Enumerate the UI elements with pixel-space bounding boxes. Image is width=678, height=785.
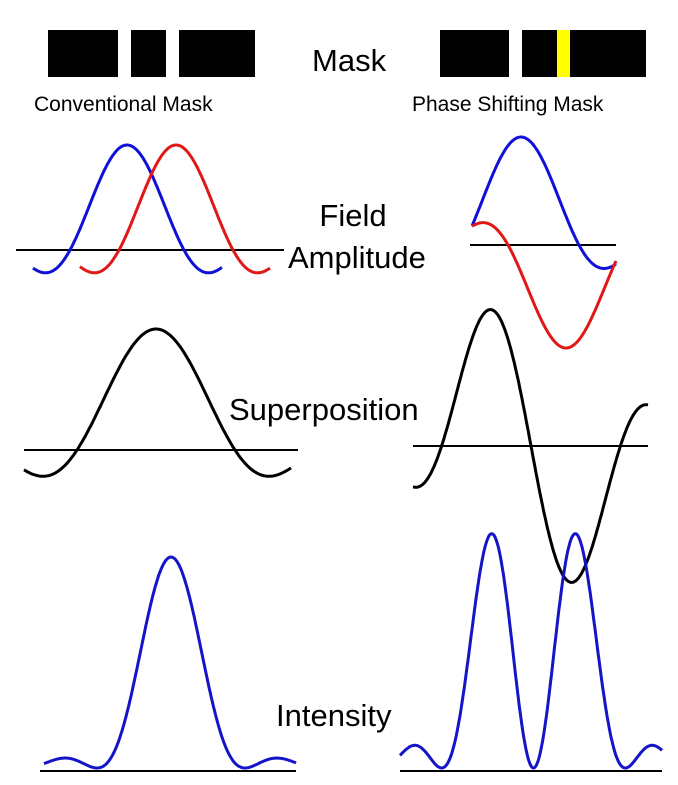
phase-shifting-mask-aperture (509, 30, 522, 77)
phase-shifting-mask-shifter-aperture (557, 30, 570, 77)
superposition-phase-shift-curve (412, 308, 649, 584)
intensity-phase-shift-curve (398, 532, 664, 770)
conventional-mask-aperture-left (118, 30, 131, 77)
superposition-conventional-curve (23, 327, 292, 478)
field-amplitude-shifted-aperture-curve (471, 221, 618, 350)
field-amplitude-clear-aperture-curve (470, 135, 617, 270)
superposition-row-label: Superposition (229, 392, 419, 427)
phase-shifting-mask-opaque-body (440, 30, 646, 77)
intensity-conventional-curve (43, 555, 297, 770)
conventional-mask-opaque-body (48, 30, 255, 77)
field-amplitude-right-aperture-curve (79, 143, 271, 275)
intensity-row-label: Intensity (276, 698, 392, 733)
field-amplitude-left-aperture-curve (32, 143, 223, 275)
mask-row-label: Mask (312, 43, 387, 78)
conventional-mask-aperture-right (166, 30, 179, 77)
phase-shifting-mask (440, 30, 646, 77)
conventional-mask-caption: Conventional Mask (34, 93, 213, 116)
field-row-label: Field (319, 198, 387, 233)
amplitude-row-label: Amplitude (288, 240, 426, 275)
phase-shifting-mask-caption: Phase Shifting Mask (412, 93, 604, 116)
conventional-mask (48, 30, 255, 77)
